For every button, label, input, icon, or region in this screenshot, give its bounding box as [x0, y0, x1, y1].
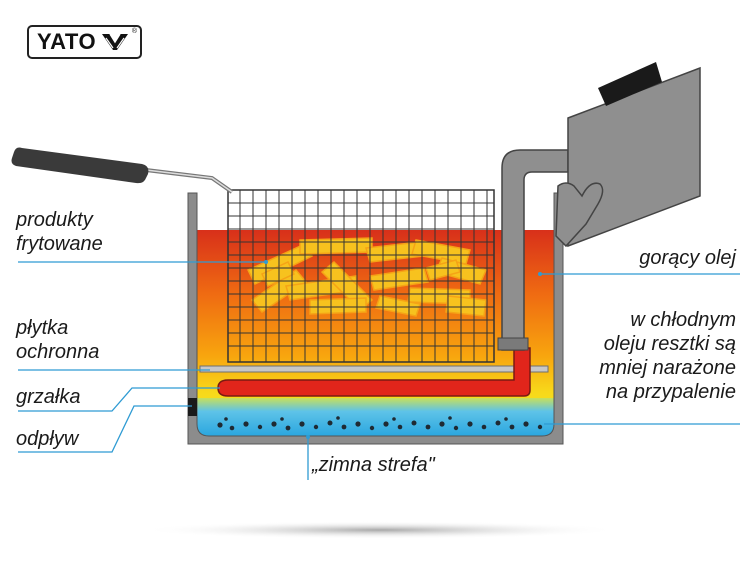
control-unit: [497, 62, 701, 351]
label-cool-line1: w chłodnym: [630, 309, 736, 331]
label-cool-line4: na przypalenie: [605, 381, 736, 403]
drain-valve: [188, 398, 197, 416]
label-heater: grzałka: [16, 386, 81, 408]
brand-emblem-icon: [102, 33, 129, 50]
leader-heater: [18, 387, 220, 412]
residue-particles: [217, 416, 543, 431]
label-drain: odpływ: [16, 428, 79, 450]
frying-basket: [227, 189, 495, 363]
yato-logo: YATO ®: [27, 25, 142, 59]
label-leaders: [18, 261, 740, 480]
label-cool-line2: oleju resztki są: [603, 333, 736, 355]
leader-drain: [18, 405, 192, 453]
label-plate: płytka ochronna: [16, 316, 99, 364]
floor-shadow: [140, 521, 620, 539]
brand-name: YATO: [37, 29, 97, 54]
protective-plate: [199, 365, 549, 373]
label-products: produkty frytowane: [16, 208, 103, 256]
fryer-tank: [187, 192, 564, 445]
label-cool-oil: w chłodnym oleju resztki są mniej narażo…: [599, 308, 736, 404]
cold-zone-region: [197, 398, 554, 436]
label-plate-line2: ochronna: [16, 341, 100, 363]
leader-hot-oil-dot: [538, 272, 542, 276]
label-plate-line1: płytka: [16, 317, 69, 339]
label-products-line1: produkty: [16, 209, 93, 231]
leader-products-dot: [264, 260, 268, 264]
label-cool-line3: mniej narażone: [599, 357, 736, 379]
registered-mark: ®: [131, 28, 137, 35]
leader-cold-zone-dot: [306, 435, 310, 439]
label-products-line2: frytowane: [16, 233, 103, 255]
heating-element: [217, 347, 531, 397]
label-cold-zone: „zimna strefa": [312, 454, 435, 476]
basket-handle: [11, 147, 234, 194]
label-hot-oil: gorący olej: [639, 247, 736, 269]
